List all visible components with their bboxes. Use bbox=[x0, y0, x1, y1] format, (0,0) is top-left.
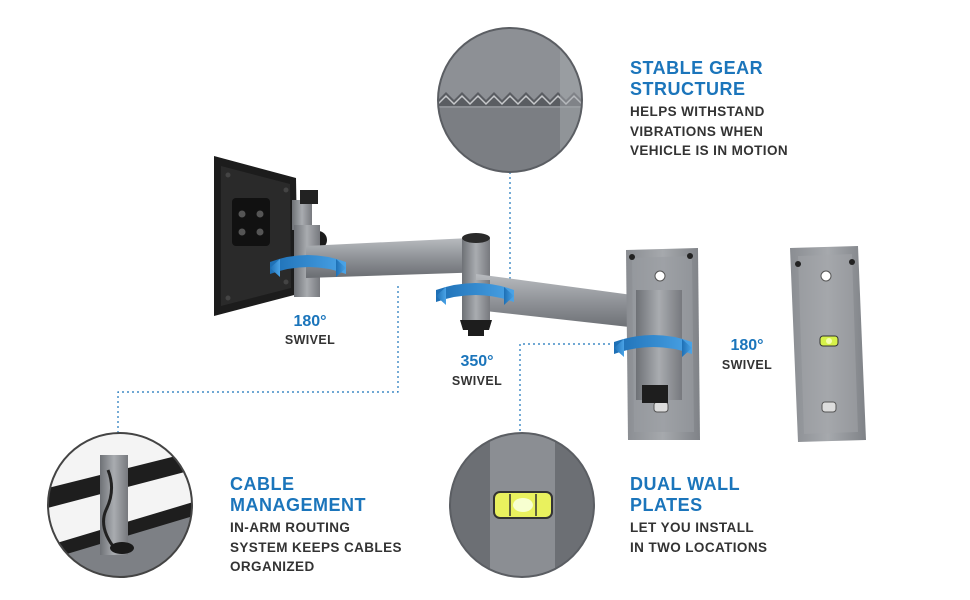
second-arm bbox=[476, 274, 656, 330]
feature-cable-description: IN-ARM ROUTING SYSTEM KEEPS CABLES ORGAN… bbox=[230, 520, 402, 574]
swivel-left-degrees: 180° bbox=[293, 313, 327, 330]
feature-plates-title: DUAL WALL PLATES bbox=[630, 474, 741, 515]
gear-zoom-circle bbox=[437, 27, 583, 173]
swivel-arrow-middle bbox=[436, 283, 514, 305]
swivel-right-label: SWIVEL bbox=[721, 358, 773, 372]
vesa-bracket bbox=[214, 156, 298, 316]
first-arm bbox=[306, 238, 488, 278]
feature-plates-description: LET YOU INSTALL IN TWO LOCATIONS bbox=[630, 520, 768, 555]
swivel-middle-label: SWIVEL bbox=[451, 374, 503, 388]
wall-plate-spare bbox=[790, 246, 866, 442]
swivel-middle-degrees: 350° bbox=[460, 353, 494, 370]
leader-gear bbox=[490, 172, 511, 286]
swivel-arrow-left bbox=[270, 255, 346, 277]
level-zoom-circle bbox=[449, 432, 595, 578]
feature-cable-title: CABLE MANAGEMENT bbox=[230, 474, 366, 515]
swivel-left-label: SWIVEL bbox=[284, 333, 336, 347]
feature-gear-description: HELPS WITHSTAND VIBRATIONS WHEN VEHICLE … bbox=[630, 104, 789, 158]
leader-plates bbox=[519, 343, 610, 433]
cable-zoom-circle bbox=[47, 432, 193, 578]
feature-gear-title: STABLE GEAR STRUCTURE bbox=[630, 58, 764, 99]
swivel-right-degrees: 180° bbox=[730, 337, 764, 354]
leader-cable bbox=[117, 286, 399, 433]
swivel-arrow-right bbox=[614, 335, 692, 357]
